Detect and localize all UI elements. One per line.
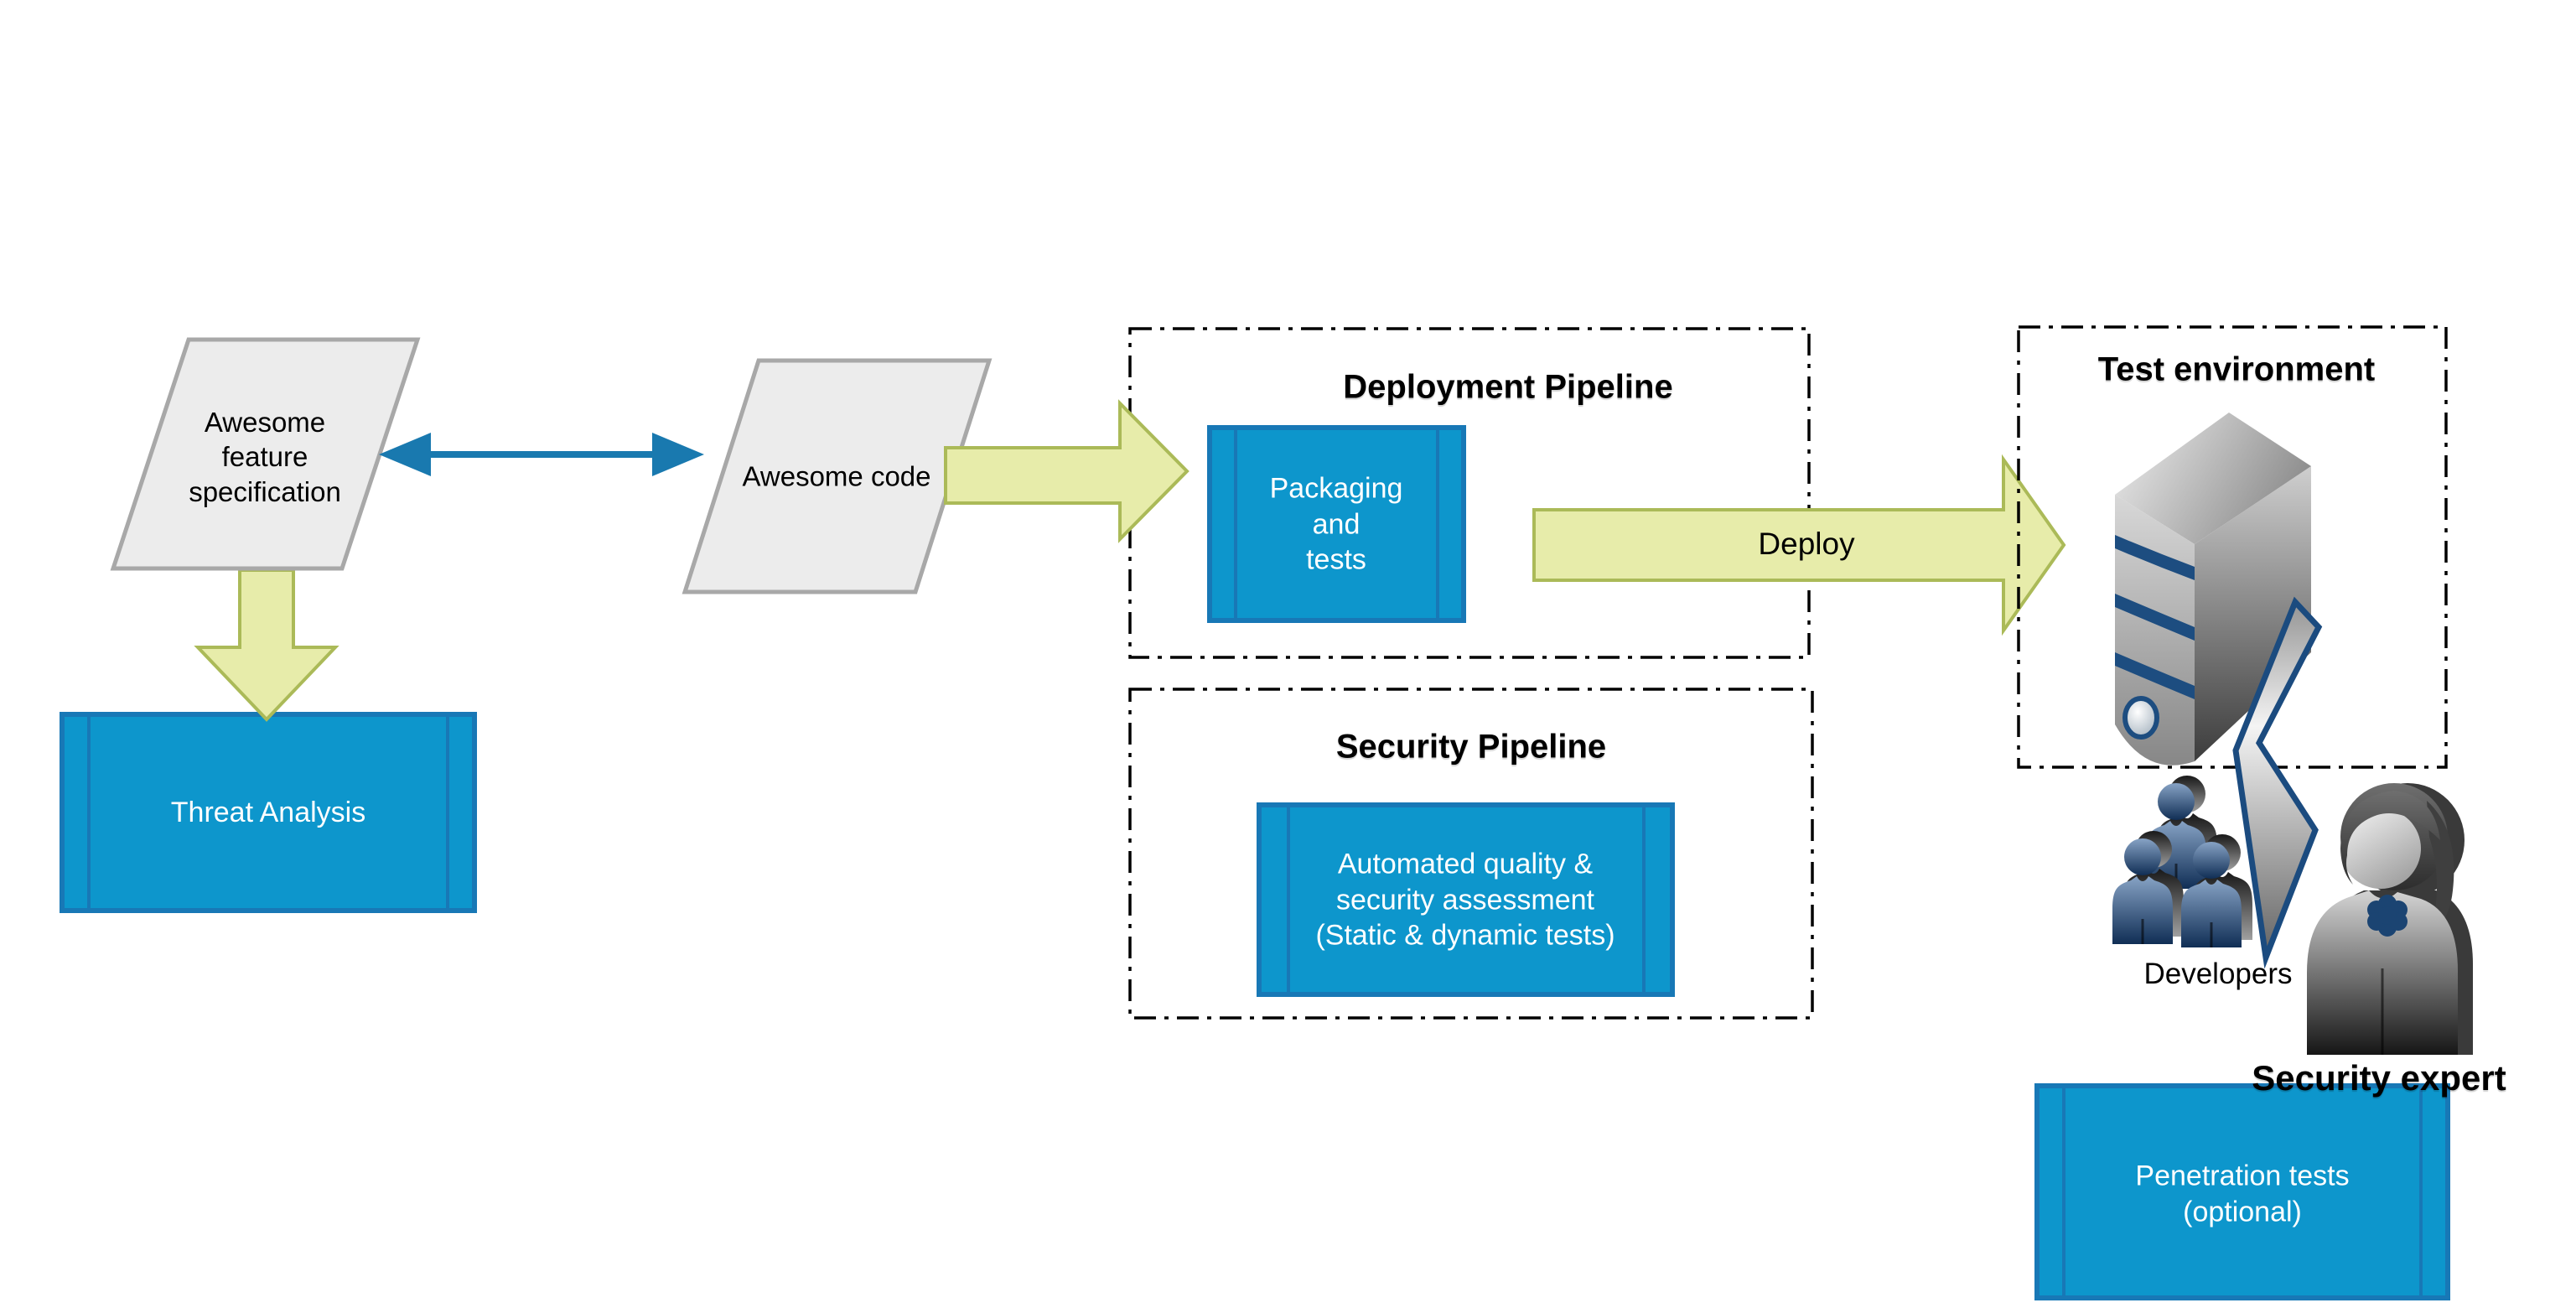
- deploy-arrow-label: Deploy: [1758, 526, 1855, 561]
- lightning-bolt-icon: [2232, 596, 2323, 969]
- arrow-spec-to-threat: [194, 568, 339, 722]
- threat-analysis-node: [60, 712, 477, 913]
- automated-assessment-node: [1257, 802, 1675, 997]
- developers-label: Developers: [2143, 958, 2293, 991]
- security-expert-icon: [2307, 783, 2473, 1055]
- badge-flower-icon: [2367, 895, 2408, 937]
- penetration-tests-label: Penetration tests (optional): [2135, 1160, 2350, 1228]
- packaging-node: [1207, 425, 1466, 623]
- security-pipeline-box: [1128, 688, 1814, 1020]
- arrow-code-to-pipeline: [944, 399, 1190, 543]
- awesome-code-label: Awesome code: [742, 460, 931, 492]
- test-environment-title: Test environment: [2097, 350, 2376, 388]
- automated-assessment-label: Automated quality & security assessment …: [1315, 848, 1615, 952]
- arrow-spec-code-bidirectional: [379, 433, 704, 476]
- deployment-pipeline-title: Deployment Pipeline: [1343, 368, 1673, 406]
- deploy-arrow: [1532, 454, 2066, 636]
- packaging-label: Packaging and tests: [1269, 472, 1403, 576]
- feature-spec-label: Awesome feature specification: [189, 407, 341, 507]
- threat-analysis-label: Threat Analysis: [170, 796, 366, 828]
- test-environment-box: [2017, 325, 2448, 769]
- developers-icon: [2112, 776, 2252, 947]
- server-icon: [2115, 413, 2311, 766]
- security-expert-label: Security expert: [2252, 1058, 2506, 1098]
- awesome-code-shape: [682, 358, 993, 594]
- feature-spec-shape: [110, 337, 421, 571]
- security-pipeline-title: Security Pipeline: [1335, 728, 1607, 766]
- penetration-tests-node: [2034, 1083, 2450, 1300]
